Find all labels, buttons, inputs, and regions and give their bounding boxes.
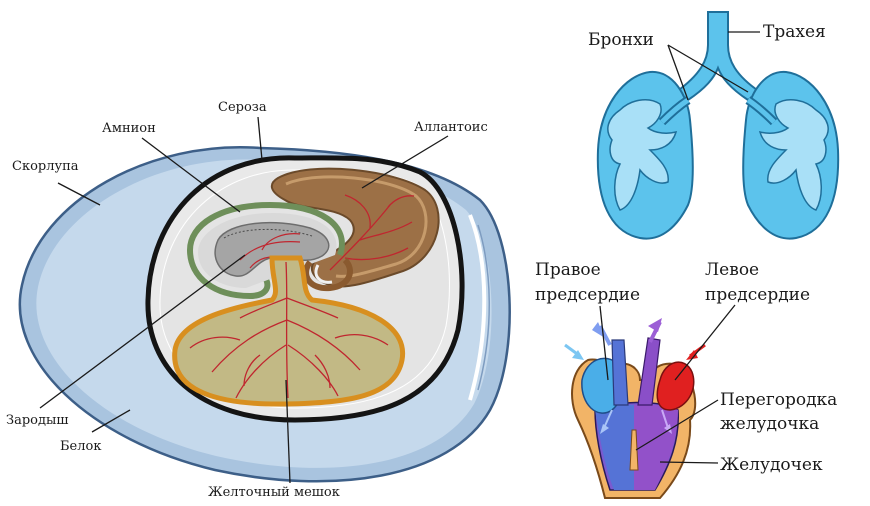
label-pravoe: Правое [535, 260, 601, 280]
label-zheludochek: Желудочек [720, 455, 823, 475]
heart-diagram: Правое предсердие Левое предсердие Перег… [535, 260, 837, 498]
egg-diagram: Сероза Амнион Аллантоис Скорлупа Зародыш… [6, 100, 510, 500]
label-pravoe-predserdie: предсердие [535, 285, 640, 305]
label-zarodysh: Зародыш [6, 413, 68, 428]
label-amnion: Амнион [102, 121, 156, 136]
label-zheludochka: желудочка [720, 414, 819, 434]
trachea [676, 12, 760, 100]
label-seroza: Сероза [218, 100, 267, 115]
label-bronhi: Бронхи [588, 30, 654, 50]
label-traheya: Трахея [763, 22, 826, 42]
label-belok: Белок [60, 439, 101, 454]
label-levoe: Левое [705, 260, 759, 280]
pulmonary-vessel-blue [612, 340, 628, 405]
label-skorlupa: Скорлупа [12, 159, 79, 174]
label-levoe-predserdie: предсердие [705, 285, 810, 305]
label-zheltochny-meshok: Желточный мешок [208, 485, 340, 500]
label-peregorodka: Перегородка [720, 390, 837, 410]
lungs-diagram: Бронхи Трахея [588, 12, 838, 239]
label-allantois: Аллантоис [414, 120, 488, 135]
